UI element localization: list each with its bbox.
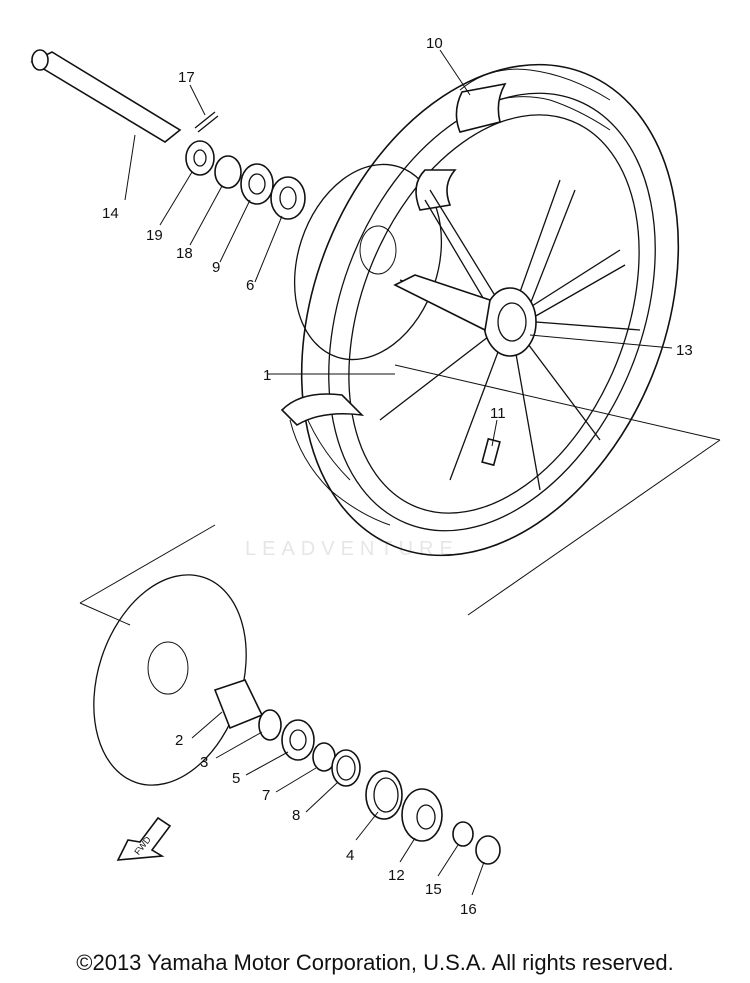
callout-19: 19 bbox=[146, 227, 163, 244]
callout-5: 5 bbox=[232, 770, 240, 787]
callout-labels: 1 2 3 4 5 6 7 8 9 10 11 12 13 14 15 16 1… bbox=[102, 35, 693, 918]
wheel-spokes-hub bbox=[379, 179, 641, 491]
lower-axle-parts bbox=[213, 679, 501, 865]
callout-1: 1 bbox=[263, 367, 271, 384]
callout-15: 15 bbox=[425, 881, 442, 898]
callout-11: 11 bbox=[490, 405, 506, 422]
callout-4: 4 bbox=[346, 847, 354, 864]
callout-13: 13 bbox=[676, 342, 693, 359]
upper-axle-parts bbox=[185, 140, 306, 220]
leader-lines bbox=[124, 49, 673, 896]
callout-10: 10 bbox=[426, 35, 443, 52]
callout-18: 18 bbox=[176, 245, 193, 262]
callout-7: 7 bbox=[262, 787, 270, 804]
callout-9: 9 bbox=[212, 259, 220, 276]
cotter-pin bbox=[194, 111, 219, 133]
callout-14: 14 bbox=[102, 205, 119, 222]
fwd-arrow-icon: FWD bbox=[116, 816, 172, 861]
watermark-text: LEADVENTURE bbox=[245, 538, 459, 560]
callout-12: 12 bbox=[388, 867, 405, 884]
callout-2: 2 bbox=[175, 732, 183, 749]
callout-17: 17 bbox=[178, 69, 195, 86]
callout-8: 8 bbox=[292, 807, 300, 824]
wheel-tire bbox=[280, 63, 680, 557]
copyright-text: ©2013 Yamaha Motor Corporation, U.S.A. A… bbox=[76, 950, 674, 975]
callout-3: 3 bbox=[200, 754, 208, 771]
callout-16: 16 bbox=[460, 901, 477, 918]
front-axle bbox=[30, 49, 182, 143]
valve-stem bbox=[481, 437, 501, 467]
callout-6: 6 bbox=[246, 277, 254, 294]
guide-lines bbox=[79, 364, 721, 626]
